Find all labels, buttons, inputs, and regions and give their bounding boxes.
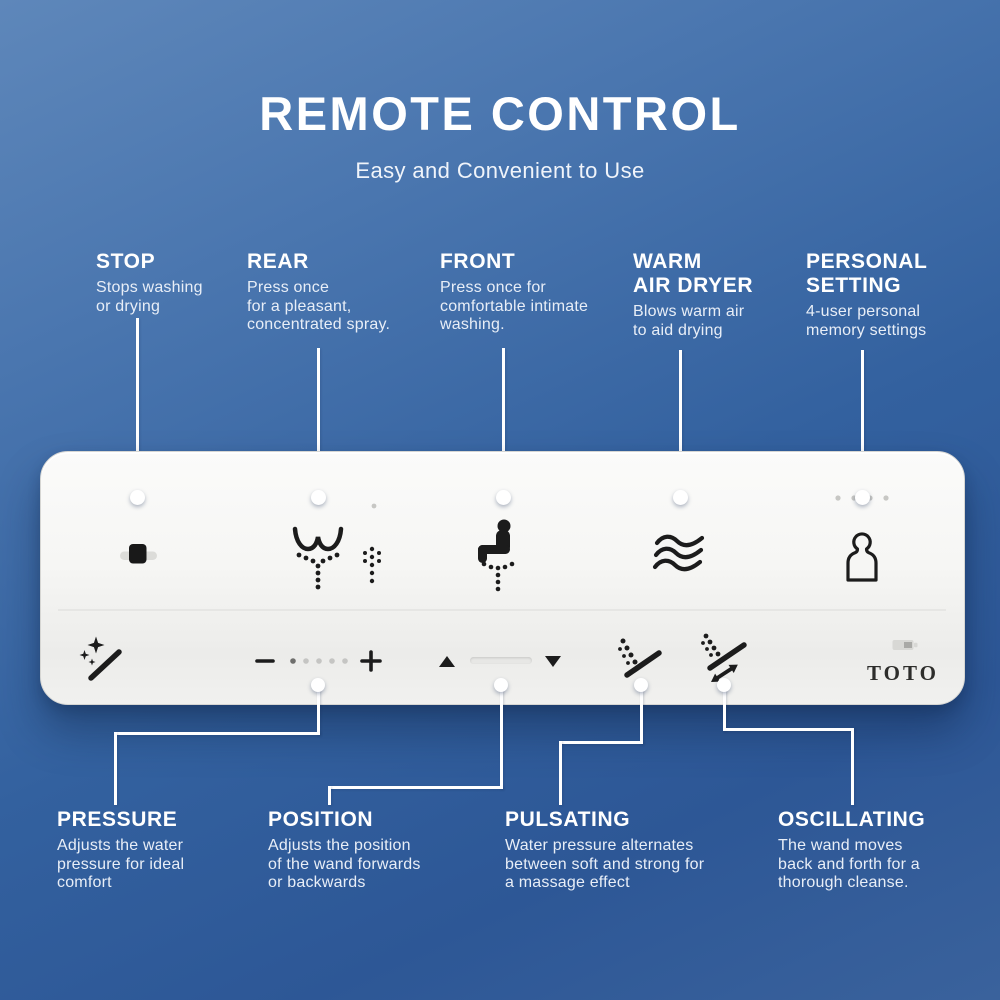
callout-stop-description: Stops washing or drying [96,279,203,315]
connector-line-pressure-v2 [113,732,117,805]
callout-position: POSITION Adjusts the position of the wan… [268,808,421,893]
remote-panel-seam [58,609,946,611]
connector-line-oscillating-v1 [722,685,726,731]
connector-dot-pulsating [633,677,648,692]
connector-dot-pressure [310,677,325,692]
connector-dot-oscillating [716,677,731,692]
callout-position-title: POSITION [268,808,374,831]
soft-rear-wash-icon [363,546,381,584]
callout-pulsating-title: PULSATING [505,808,631,831]
rear-wash-icon [292,526,344,590]
connector-dot-stop [129,490,145,505]
callout-pulsating-description: Water pressure alternates between soft a… [505,837,705,891]
callout-oscillating-title: OSCILLATING [778,808,926,831]
page-title: REMOTE CONTROL [259,87,741,140]
callout-pulsating: PULSATING Water pressure alternates betw… [505,808,704,893]
spray-indicator-dot [371,503,377,509]
connector-line-oscillating-v2 [850,728,854,805]
callout-pressure-description: Adjusts the water pressure for ideal com… [57,837,185,891]
callout-rear: REAR Press once for a pleasant, concentr… [247,250,390,335]
callout-front-title: FRONT [440,250,516,273]
callout-rear-title: REAR [247,250,309,273]
position-slider [470,657,532,664]
connector-line-front [501,348,505,498]
callout-warm-air-dryer-title: WARM AIR DRYER [633,250,754,297]
connector-dot-warm [672,490,688,505]
connector-dot-front [495,490,511,505]
connector-dot-position [493,677,508,692]
connector-line-stop [135,318,139,498]
callout-stop: STOP Stops washing or drying [96,250,203,316]
connector-dot-rear [310,490,326,505]
callout-pressure: PRESSURE Adjusts the water pressure for … [57,808,184,893]
callout-position-description: Adjusts the position of the wand forward… [268,837,421,891]
connector-dot-personal [854,490,870,505]
connector-line-pulsating-h [558,741,643,744]
connector-line-rear [316,348,320,498]
pressure-plus-button [360,650,382,672]
warm-air-dryer-icon [652,534,705,572]
connector-line-pressure-h [113,732,320,735]
toto-logo: TOTO [867,661,939,685]
callout-personal-setting: PERSONAL SETTING 4-user personal memory … [806,250,927,340]
callout-front: FRONT Press once for comfortable intimat… [440,250,588,335]
callout-front-description: Press once for comfortable intimate wash… [440,279,589,333]
connector-line-position-h [327,786,503,789]
connector-line-pressure-v1 [316,685,320,735]
pulsating-icon [618,638,662,678]
connector-line-personal [860,350,864,498]
wand-clean-icon [79,636,122,681]
callout-stop-title: STOP [96,250,156,273]
pressure-level-dots [290,658,348,664]
connector-line-warm [678,350,682,498]
callout-pressure-title: PRESSURE [57,808,178,831]
position-down-button [545,656,561,667]
callout-personal-setting-description: 4-user personal memory settings [806,303,927,339]
callout-warm-air-dryer: WARM AIR DRYER Blows warm air to aid dry… [633,250,753,340]
position-up-button [439,656,455,667]
callout-rear-description: Press once for a pleasant, concentrated … [247,279,391,333]
pressure-minus-button [255,659,275,663]
front-wash-icon [478,519,515,592]
callout-oscillating: OSCILLATING The wand moves back and fort… [778,808,925,893]
connector-line-pulsating-v1 [639,685,643,744]
connector-line-oscillating-h [722,728,854,731]
stop-button-icon [120,544,157,564]
battery-icon [892,640,918,650]
connector-line-position-v1 [499,685,503,789]
personal-setting-icon [846,532,878,582]
connector-line-position-v2 [327,786,331,805]
callout-oscillating-description: The wand moves back and forth for a thor… [778,837,920,891]
callout-personal-setting-title: PERSONAL SETTING [806,250,928,297]
callout-warm-air-dryer-description: Blows warm air to aid drying [633,303,745,339]
page-subtitle: Easy and Convenient to Use [355,158,645,183]
connector-line-pulsating-v2 [558,741,562,805]
